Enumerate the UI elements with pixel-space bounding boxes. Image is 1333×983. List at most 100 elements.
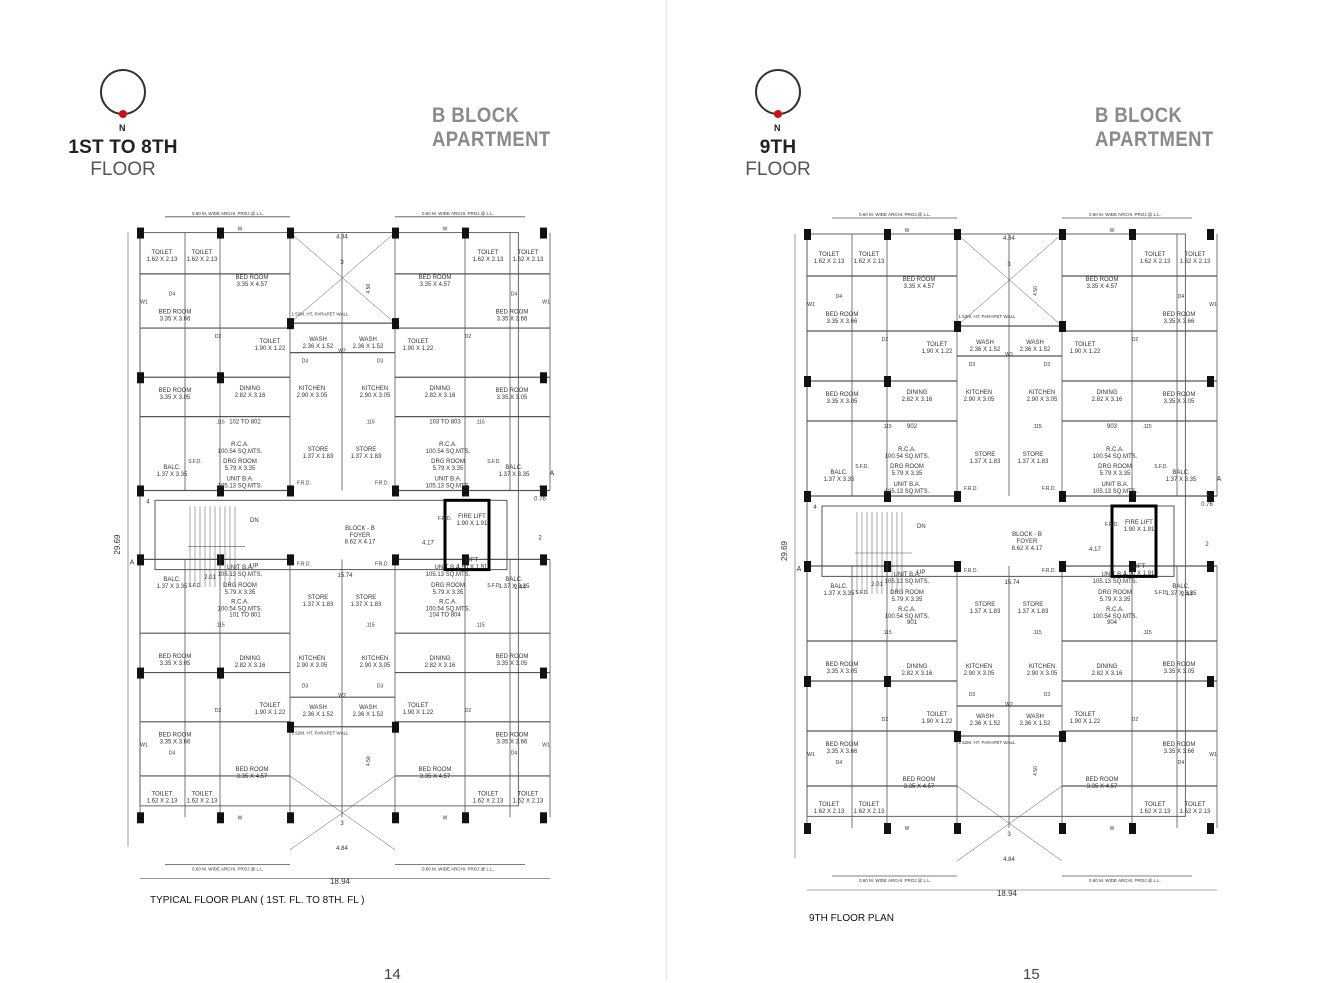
store-room-size: 1.37 X 1.83	[303, 454, 334, 460]
column-block	[287, 721, 294, 733]
store-room-size: 1.37 X 1.83	[351, 602, 382, 608]
flat-number: 101 TO 801	[229, 612, 261, 618]
drawing-room-size: 5.79 X 3.35	[1100, 471, 1131, 477]
wash-room-size: 2.36 X 1.52	[970, 721, 1001, 727]
balcony-label: BALC.	[505, 465, 523, 471]
column-block	[954, 491, 961, 502]
column-block	[1207, 676, 1214, 687]
column-block	[137, 554, 144, 566]
column-block	[287, 318, 294, 330]
bed-room-label: BED ROOM	[1086, 277, 1119, 283]
toilet-room-label: TOILET	[152, 250, 173, 256]
door-label: F.R.D.	[1042, 486, 1056, 492]
toilet-room-size: 1.62 X 2.13	[513, 799, 544, 805]
wall-thickness: .115	[475, 420, 485, 426]
column-block	[1059, 823, 1066, 834]
bed-room-size: 3.35 X 3.66	[827, 749, 858, 755]
bed-room-label: BED ROOM	[496, 388, 529, 394]
rca-area-size: 100.54 SQ.MTS.	[885, 614, 930, 620]
bed-room-label: BED ROOM	[496, 309, 529, 315]
column-block	[1129, 823, 1136, 834]
door-label: F.R.D.	[297, 561, 311, 567]
bed-room-size: 3.35 X 3.66	[1164, 319, 1195, 325]
column-block	[884, 229, 891, 240]
stair-direction: UP	[250, 563, 258, 569]
column-block	[287, 554, 294, 566]
bed-room-label: BED ROOM	[1163, 312, 1196, 318]
bed-room-size: 3.35 X 4.57	[1087, 284, 1118, 290]
column-block	[137, 485, 144, 497]
store-room-label: STORE	[308, 447, 329, 453]
dimension-label: 0.76	[534, 496, 546, 502]
drawing-room-label: DRG ROOM	[890, 464, 924, 470]
marker-number: 4	[813, 505, 817, 511]
toilet-room-size: 1.62 X 2.13	[814, 259, 845, 265]
dining-room-label: DINING	[907, 390, 928, 396]
bed-room-size: 3.35 X 3.05	[497, 661, 528, 667]
dimension-label: 2.44	[514, 585, 526, 591]
window-label: W	[238, 227, 243, 233]
window-label: W	[905, 228, 910, 234]
toilet-room-size: 1.62 X 2.13	[1180, 259, 1211, 265]
door-label: D4	[169, 292, 176, 298]
parapet-label: 1.52M. HT. PARAPET WALL	[959, 314, 1016, 319]
dining-room-size: 2.82 X 3.16	[1092, 671, 1123, 677]
column-block	[954, 321, 961, 332]
rca-area-label: R.C.A.	[898, 447, 916, 453]
dining-room-size: 2.82 X 3.16	[902, 397, 933, 403]
bed-room-size: 3.35 X 3.05	[827, 399, 858, 405]
bed-room-label: BED ROOM	[826, 312, 859, 318]
shaft-diagonal	[289, 232, 396, 324]
kitchen-room-size: 2.90 X 3.05	[964, 671, 995, 677]
bed-room-label: BED ROOM	[419, 275, 452, 281]
unit-area-size: 105.13 SQ.MTS.	[1093, 489, 1138, 495]
column-block	[1129, 561, 1136, 572]
wash-room-label: WASH	[309, 705, 327, 711]
dining-room-label: DINING	[430, 656, 451, 662]
column-block	[1059, 321, 1066, 332]
door-label: D2	[882, 717, 889, 723]
door-label: F.R.D.	[1042, 568, 1056, 574]
rca-area-label: R.C.A.	[231, 600, 249, 606]
drawing-room-size: 5.79 X 3.35	[433, 590, 464, 596]
outer-boundary	[139, 232, 519, 807]
dining-room-size: 2.82 X 3.16	[1092, 397, 1123, 403]
lift-label: LIFT	[1133, 564, 1146, 570]
wash-room-label: WASH	[1026, 714, 1044, 720]
dimension-label: 4.84	[336, 846, 348, 852]
bed-room-label: BED ROOM	[419, 767, 452, 773]
marker-number: 2	[538, 536, 542, 542]
bed-room-size: 3.35 X 4.57	[237, 774, 268, 780]
floor-plan-drawing: 0.60 M. WIDE ARCHI. PROJ.@ L.L.0.60 M. W…	[113, 211, 555, 886]
bed-room-size: 3.35 X 4.57	[904, 784, 935, 790]
marker-number: 1	[1205, 492, 1209, 498]
toilet-room-size: 1.90 X 1.22	[1070, 719, 1101, 725]
dimension-label: 4.50	[366, 284, 372, 294]
column-block	[540, 485, 547, 497]
balcony-size: 1.37 X 3.35	[157, 472, 188, 478]
door-label: D2	[882, 337, 889, 343]
rca-area-size: 100.54 SQ.MTS.	[426, 449, 471, 455]
drawing-room-size: 5.79 X 3.35	[1100, 597, 1131, 603]
marker-number: 2	[1205, 542, 1209, 548]
column-block	[804, 561, 811, 572]
toilet-room-label: TOILET	[1185, 252, 1206, 258]
balcony-size: 1.37 X 3.35	[824, 477, 855, 483]
toilet-room-size: 1.62 X 2.13	[513, 257, 544, 263]
kitchen-room-label: KITCHEN	[1029, 390, 1055, 396]
toilet-room-label: TOILET	[518, 250, 539, 256]
kitchen-room-size: 2.90 X 3.05	[297, 663, 328, 669]
door-label: F.R.D.	[297, 481, 311, 487]
bed-room-label: BED ROOM	[1163, 662, 1196, 668]
wash-room-label: WASH	[976, 340, 994, 346]
dining-room-label: DINING	[240, 656, 261, 662]
wall-thickness: .115	[882, 424, 892, 430]
wash-room-size: 2.36 X 1.52	[970, 347, 1001, 353]
column-block	[884, 676, 891, 687]
column-block	[462, 812, 469, 824]
drawing-room-size: 5.79 X 3.35	[225, 590, 256, 596]
section-marker: A	[130, 559, 135, 566]
bed-room-label: BED ROOM	[826, 662, 859, 668]
bed-room-size: 3.35 X 3.05	[160, 395, 191, 401]
toilet-room-label: TOILET	[1145, 252, 1166, 258]
